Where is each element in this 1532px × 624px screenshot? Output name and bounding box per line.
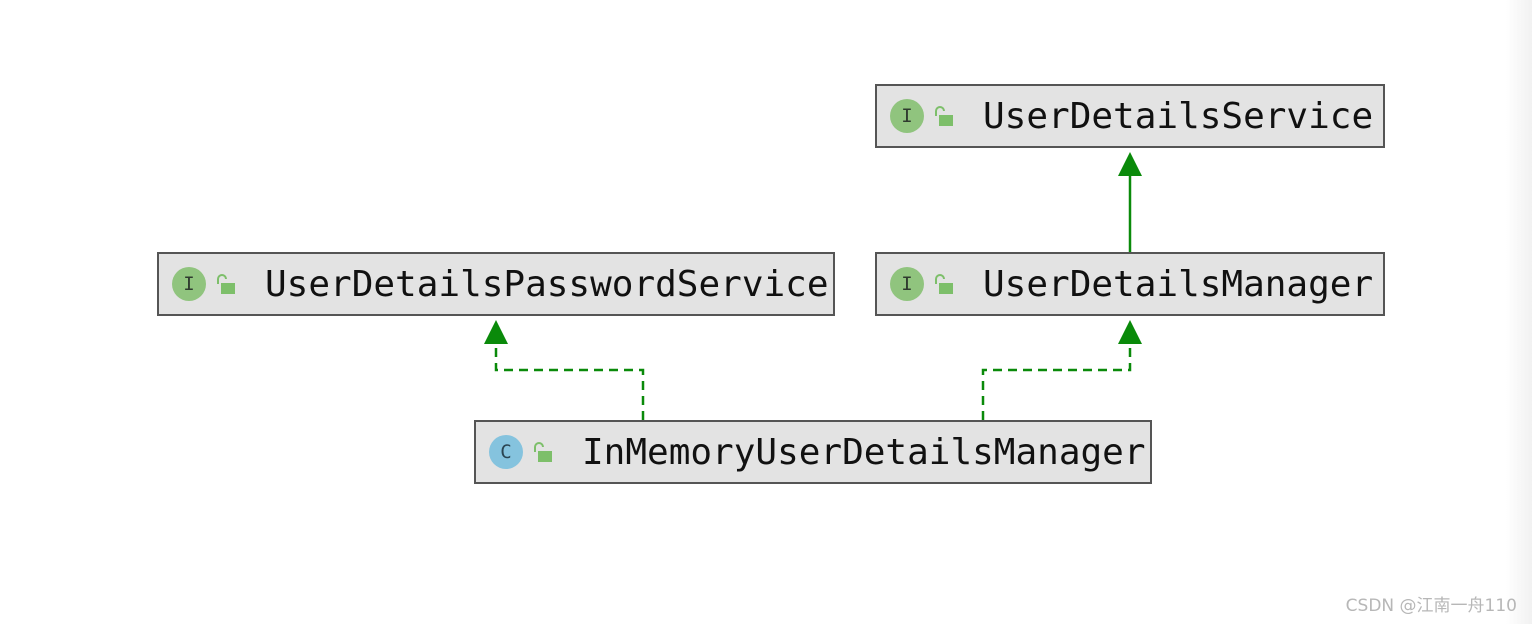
right-edge-shade [1506, 0, 1532, 624]
node-label: UserDetailsManager [983, 263, 1374, 305]
node-label: UserDetailsService [983, 95, 1374, 137]
edge-inmemory-to-manager [981, 320, 1142, 420]
arrowhead-icon [1118, 152, 1142, 176]
unlocked-padlock-icon [935, 106, 953, 126]
interface-icon: I [890, 99, 924, 133]
node-user-details-service[interactable]: I UserDetailsService [875, 84, 1385, 148]
unlocked-padlock-icon [534, 442, 552, 462]
edge-manager-to-service [1118, 152, 1142, 252]
node-in-memory-user-details-manager[interactable]: C InMemoryUserDetailsManager [474, 420, 1152, 484]
node-user-details-password-service[interactable]: I UserDetailsPasswordService [157, 252, 835, 316]
interface-icon: I [172, 267, 206, 301]
unlocked-padlock-icon [935, 274, 953, 294]
edge-inmemory-to-password-service [484, 320, 645, 420]
unlocked-padlock-icon [217, 274, 235, 294]
arrowhead-icon [484, 320, 508, 344]
node-user-details-manager[interactable]: I UserDetailsManager [875, 252, 1385, 316]
interface-icon: I [890, 267, 924, 301]
watermark: CSDN @江南一舟110 [1345, 596, 1517, 616]
arrowhead-icon [1118, 320, 1142, 344]
node-label: UserDetailsPasswordService [265, 263, 829, 305]
class-icon: C [489, 435, 523, 469]
node-label: InMemoryUserDetailsManager [582, 431, 1146, 473]
